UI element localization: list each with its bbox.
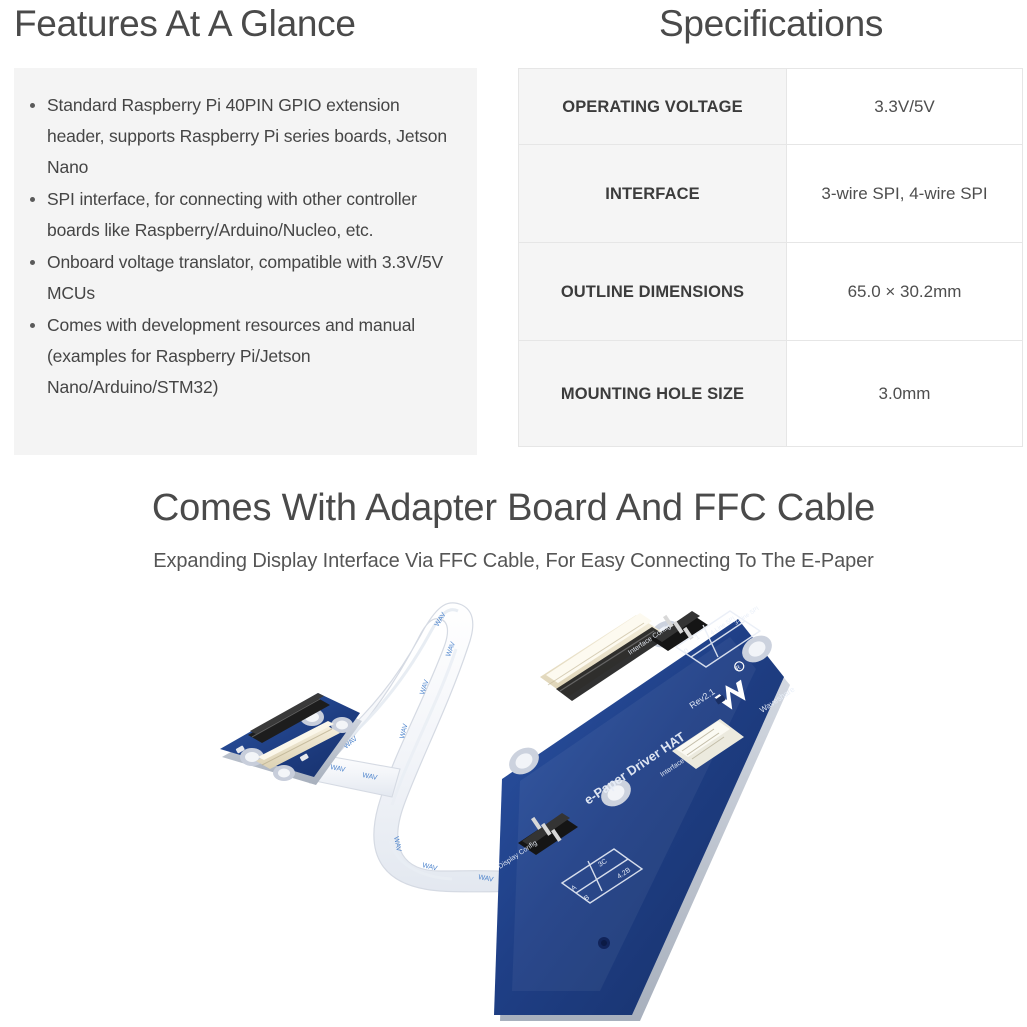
feature-item: SPI interface, for connecting with other…: [20, 184, 457, 246]
cable-print: WAV: [330, 764, 347, 774]
features-heading: Features At A Glance: [14, 3, 356, 44]
cable-print: WAV: [478, 874, 494, 884]
spec-value: 3.3V/5V: [786, 68, 1023, 145]
mounting-hole: [742, 635, 772, 663]
svg-text:R: R: [735, 665, 743, 673]
spec-value: 65.0 × 30.2mm: [786, 242, 1023, 341]
cable-print: WAV: [445, 641, 457, 658]
silkscreen-config-a: A: [570, 884, 578, 893]
feature-item: Standard Raspberry Pi 40PIN GPIO extensi…: [20, 90, 457, 183]
adapter-board: [220, 693, 362, 785]
spec-key: MOUNTING HOLE SIZE: [518, 340, 787, 447]
silkscreen-config-b: B: [583, 894, 591, 903]
top-section: Features At A Glance Standard Raspberry …: [0, 0, 1027, 455]
spec-key: OUTLINE DIMENSIONS: [518, 242, 787, 341]
specifications-table: OPERATING VOLTAGE 3.3V/5V INTERFACE 3-wi…: [518, 68, 1023, 447]
silkscreen-config-1: 1: [694, 634, 701, 642]
display-config-jumper: [518, 813, 578, 855]
mounting-hole: [509, 747, 539, 775]
product-photo-illustration: WAV WAV WAV WAV WAV WAV WAV WAV WAV WAV …: [220, 602, 797, 1021]
features-list: Standard Raspberry Pi 40PIN GPIO extensi…: [20, 90, 457, 403]
smd-component: [715, 695, 726, 705]
adapter-ffc-connector-top: [248, 693, 330, 743]
cable-print: WAV: [419, 679, 430, 696]
cable-print: WAV: [392, 836, 402, 853]
spec-value: 3-wire SPI, 4-wire SPI: [786, 144, 1023, 243]
features-panel: Standard Raspberry Pi 40PIN GPIO extensi…: [14, 68, 477, 455]
interface-config-jumper: [650, 611, 708, 651]
hat-ffc-connector: [540, 613, 668, 701]
feature-item: Onboard voltage translator, compatible w…: [20, 247, 457, 309]
table-row: OUTLINE DIMENSIONS 65.0 × 30.2mm: [518, 242, 1023, 341]
cable-print: WAV: [422, 862, 439, 873]
smd-component: [235, 745, 245, 754]
product-photo: WAV WAV WAV WAV WAV WAV WAV WAV WAV WAV …: [0, 591, 1027, 1021]
smd-component: [299, 753, 309, 762]
mounting-hole: [331, 717, 353, 733]
adapter-section-subtitle: Expanding Display Interface Via FFC Cabl…: [153, 550, 874, 572]
table-row: OPERATING VOLTAGE 3.3V/5V: [518, 68, 1023, 145]
features-column: Features At A Glance Standard Raspberry …: [0, 0, 515, 455]
silkscreen-config-0: 0: [683, 648, 690, 656]
silkscreen-config-box-display: [560, 848, 644, 904]
adapter-section-title: Comes With Adapter Board And FFC Cable: [151, 487, 876, 529]
specifications-heading: Specifications: [658, 3, 884, 44]
adapter-section-header: Comes With Adapter Board And FFC Cable E…: [0, 483, 1027, 577]
silkscreen-config-box-interface: [674, 610, 762, 668]
specifications-column: Specifications OPERATING VOLTAGE 3.3V/5V…: [515, 0, 1027, 455]
specifications-table-wrapper: OPERATING VOLTAGE 3.3V/5V INTERFACE 3-wi…: [515, 68, 1027, 447]
waveshare-logo-icon: R: [714, 661, 746, 710]
cable-print: WAV: [399, 723, 410, 740]
spec-key: INTERFACE: [518, 144, 787, 243]
mounting-hole: [273, 765, 295, 781]
adapter-ffc-connector-bottom: [256, 721, 340, 769]
mounting-hole: [601, 779, 631, 807]
feature-item: Comes with development resources and man…: [20, 310, 457, 403]
hat-board-face: [494, 619, 784, 1015]
jst-connector: [672, 719, 744, 769]
spec-value: 3.0mm: [786, 340, 1023, 447]
silkscreen-label-3c: 3C: [597, 858, 608, 869]
spec-key: OPERATING VOLTAGE: [518, 68, 787, 145]
epaper-driver-hat-board: e-Paper Driver HAT Rev2.1 Waveshare Inte…: [494, 606, 797, 1021]
cable-print: WAV: [362, 772, 379, 782]
table-row: MOUNTING HOLE SIZE 3.0mm: [518, 340, 1023, 447]
table-row: INTERFACE 3-wire SPI, 4-wire SPI: [518, 144, 1023, 243]
test-point-inner: [601, 940, 607, 946]
